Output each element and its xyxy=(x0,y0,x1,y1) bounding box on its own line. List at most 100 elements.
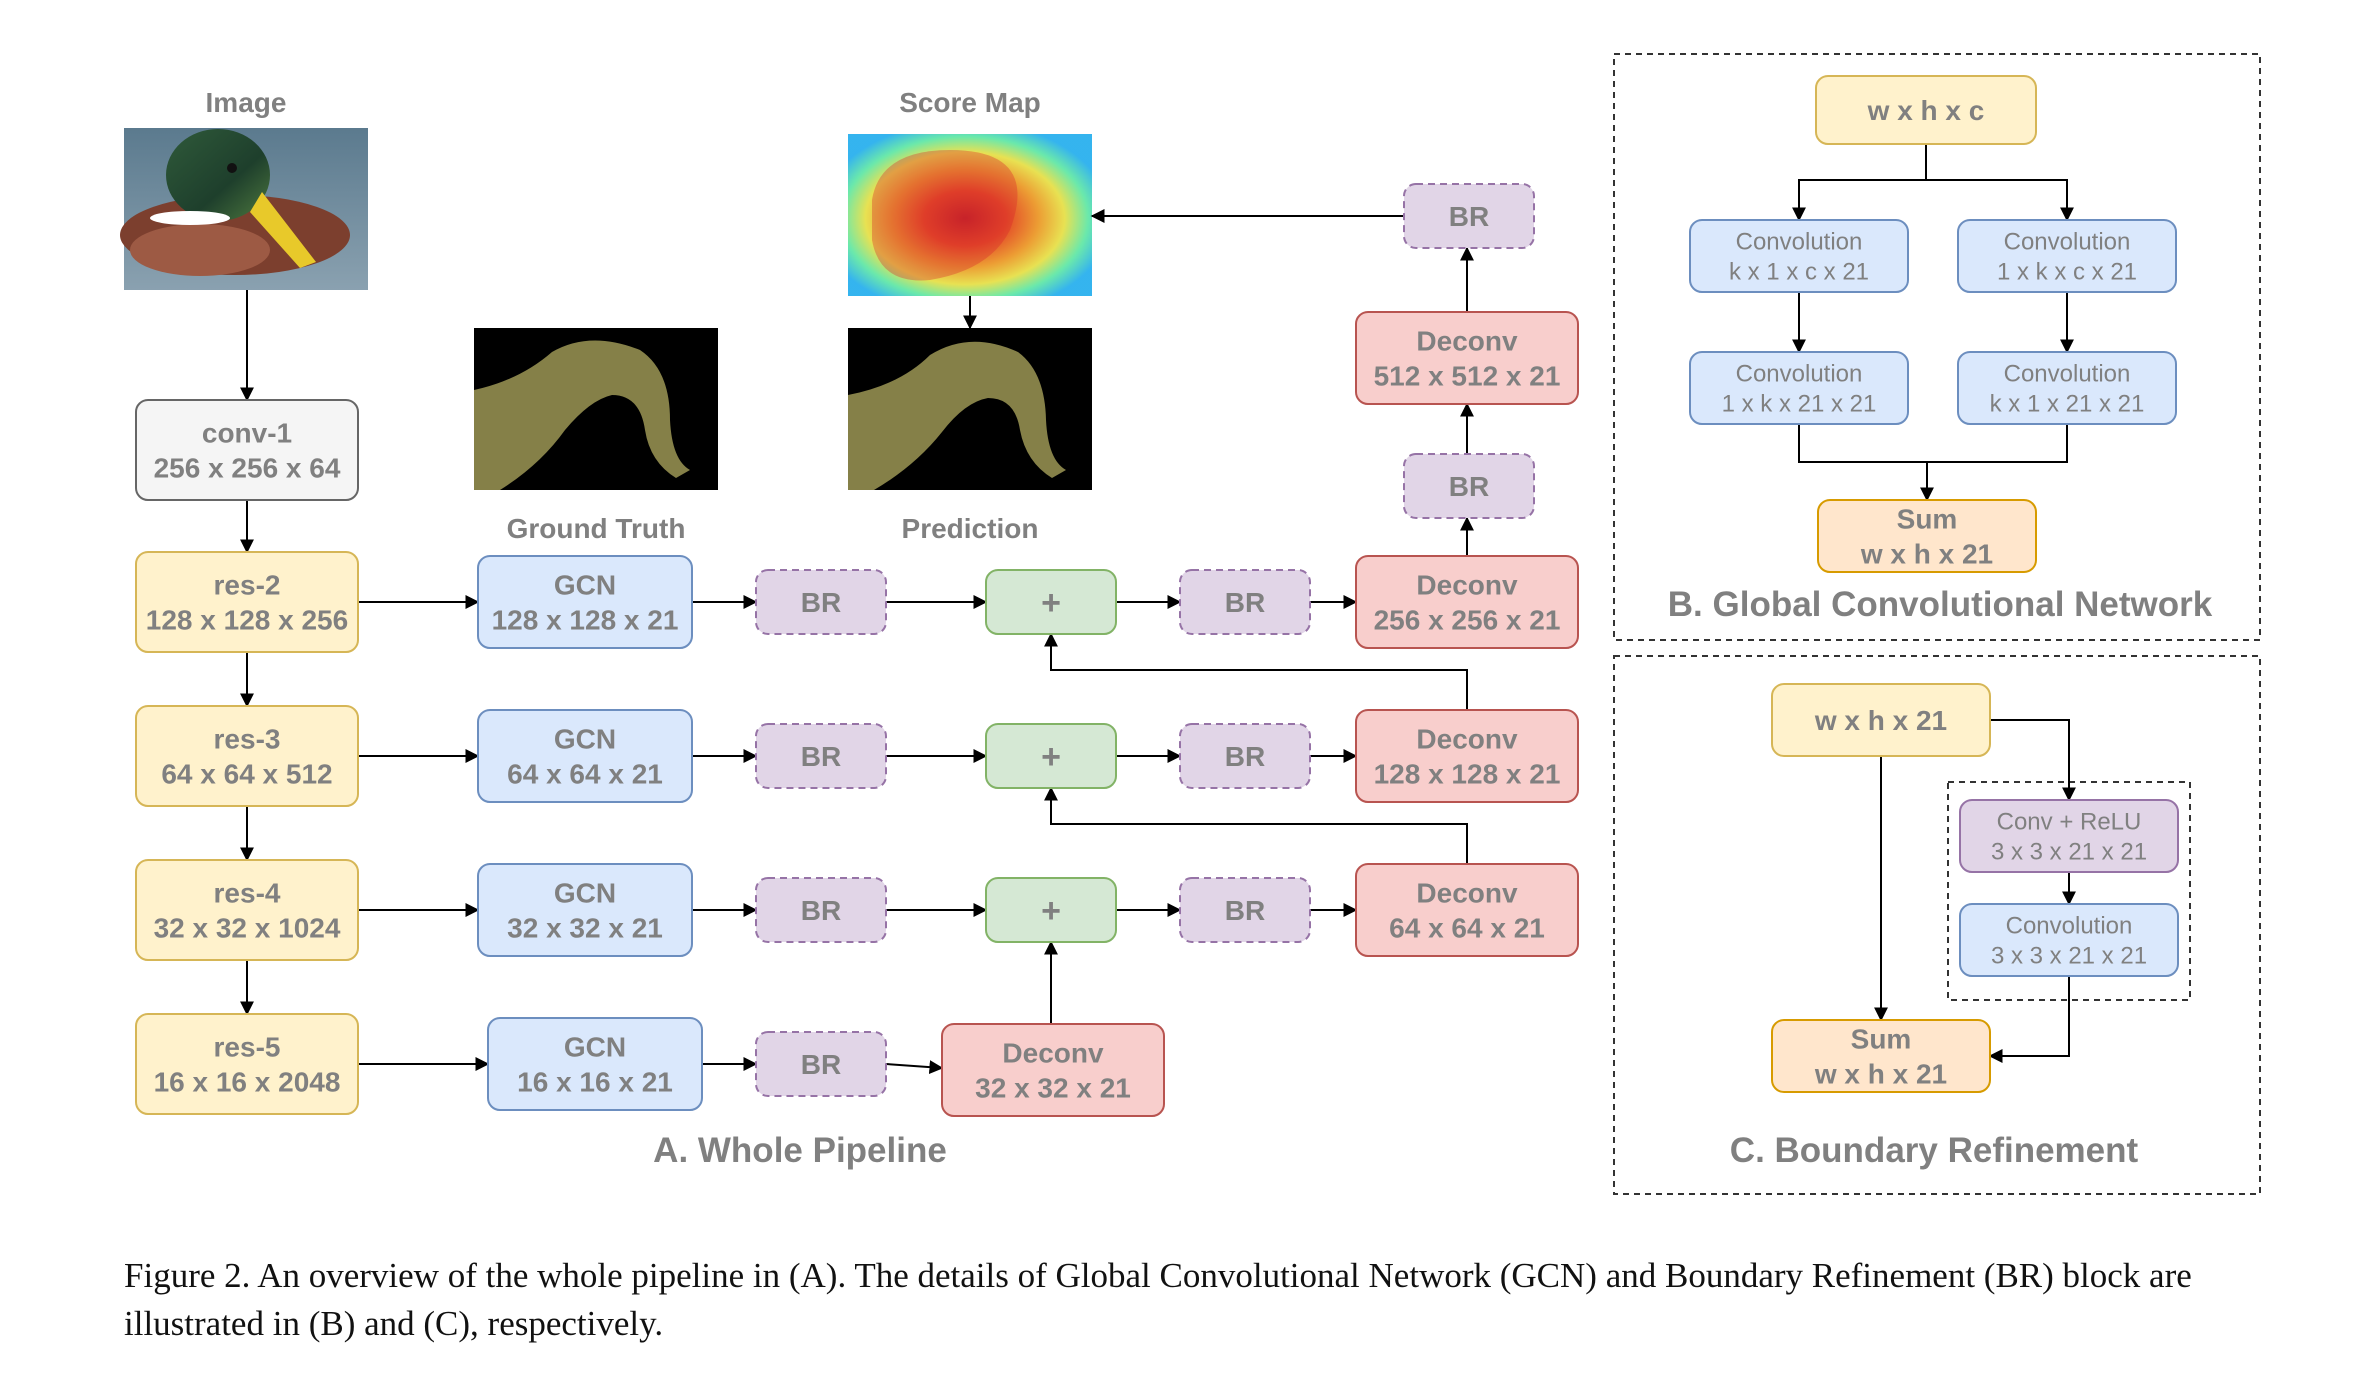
plus-node-3: + xyxy=(985,723,1117,789)
backbone-res-3-box xyxy=(135,705,359,807)
plus-node-4: + xyxy=(985,877,1117,943)
backbone-res-3-name: res-3 xyxy=(214,723,281,754)
gcn-sum-name: Sum xyxy=(1897,503,1958,534)
backbone-conv-1-name: conv-1 xyxy=(202,417,292,448)
backbone-res-2-size: 128 x 128 x 256 xyxy=(146,604,348,635)
gcn-left-conv-1-name: Convolution xyxy=(1736,228,1863,255)
br-after-sum-4-box xyxy=(1179,877,1311,943)
gt-duck-shape xyxy=(474,340,690,490)
gcn-left-conv-2-name: Convolution xyxy=(1736,360,1863,387)
gcn-left-conv-1-box xyxy=(1689,219,1909,293)
gcn-4-name: GCN xyxy=(554,877,616,908)
deconv-2-box xyxy=(1355,709,1579,803)
backbone-res-5-name: res-5 xyxy=(214,1031,281,1062)
deconv-32-name: Deconv xyxy=(1002,1037,1104,1068)
br-after-gcn-3: BR xyxy=(755,723,887,789)
backbone-res-2-name: res-2 xyxy=(214,569,281,600)
br-after-gcn-5-name: BR xyxy=(801,1049,841,1080)
gcn-right-conv-2: Convolution k x 1 x 21 x 21 xyxy=(1957,351,2177,425)
gcn-sum-size: w x h x 21 xyxy=(1860,538,1993,569)
gcn-2-box xyxy=(477,555,693,649)
connector-arrow xyxy=(1792,144,1927,222)
connector-arrow xyxy=(885,1060,944,1075)
br-after-gcn-4-name: BR xyxy=(801,895,841,926)
br-after-gcn-2-box xyxy=(755,569,887,635)
br-after-gcn-2-name: BR xyxy=(801,587,841,618)
br-conv-name: Convolution xyxy=(2006,912,2133,939)
gcn-4-size: 32 x 32 x 21 xyxy=(507,912,663,943)
deconv-512-size: 512 x 512 x 21 xyxy=(1374,360,1561,391)
backbone-res-2: res-2 128 x 128 x 256 xyxy=(135,551,359,653)
backbone-res-3: res-364 x 64 x 512 xyxy=(135,705,359,807)
deconv-1-name: Deconv xyxy=(1416,569,1518,600)
br-after-sum-2-name: BR xyxy=(1225,587,1265,618)
br-conv-relu-name: Conv + ReLU xyxy=(1997,808,2142,835)
panel-c-border xyxy=(1613,655,2261,1195)
gcn-4: GCN 32 x 32 x 21 xyxy=(477,863,693,957)
gcn-right-conv-1-size: 1 x k x c x 21 xyxy=(1997,258,2137,285)
gcn-input-box xyxy=(1815,75,2037,145)
connector-arrow xyxy=(1988,976,2070,1063)
br-input-box xyxy=(1771,683,1991,757)
gcn-right-conv-2-size: k x 1 x 21 x 21 xyxy=(1990,390,2145,417)
connector-arrow xyxy=(1990,719,2076,802)
deconv-512-name: Deconv xyxy=(1416,325,1518,356)
gcn-right-conv-1-box xyxy=(1957,219,2177,293)
panel-b-border xyxy=(1613,53,2261,641)
backbone-conv-1-size: 256 x 256 x 64 xyxy=(154,452,341,483)
br-input: w x h x 21 xyxy=(1771,683,1991,757)
gcn-5-box xyxy=(487,1017,703,1111)
br-conv-relu-box xyxy=(1959,799,2179,873)
gcn-right-conv-2-name: Convolution xyxy=(2004,360,2131,387)
br-top-2: BR xyxy=(1403,183,1535,249)
backbone-res-4-size: 32 x 32 x 1024 xyxy=(154,912,341,943)
gcn-right-conv-2-box xyxy=(1957,351,2177,425)
gcn-left-conv-2-box xyxy=(1689,351,1909,425)
deconv-512-box xyxy=(1355,311,1579,405)
backbone-res-5-size: 16 x 16 x 2048 xyxy=(154,1066,341,1097)
br-top-1-box xyxy=(1403,453,1535,519)
backbone-conv-1-box xyxy=(135,399,359,501)
backbone-conv-1: conv-1 256 x 256 x 64 xyxy=(135,399,359,501)
gcn-2-name: GCN xyxy=(554,569,616,600)
br-sum-size: w x h x 21 xyxy=(1814,1058,1947,1089)
connector-arrow xyxy=(1927,424,2068,463)
plus-node-3-box xyxy=(985,723,1117,789)
backbone-res-5: res-5 16 x 16 x 2048 xyxy=(135,1013,359,1115)
br-top-1: BR xyxy=(1403,453,1535,519)
deconv-512: Deconv 512 x 512 x 21 xyxy=(1355,311,1579,405)
score-map-image xyxy=(848,134,1092,296)
figure-caption: Figure 2. An overview of the whole pipel… xyxy=(124,1256,2192,1343)
connector-arrow xyxy=(1798,424,1934,502)
br-conv-box xyxy=(1959,903,2179,977)
image-label: Image xyxy=(206,87,287,118)
panel-a-title: A. Whole Pipeline xyxy=(653,1131,947,1170)
plus-node-2-name: + xyxy=(1041,584,1061,622)
ground-truth-mask xyxy=(474,328,718,490)
br-after-sum-3-name: BR xyxy=(1225,741,1265,772)
backbone-res-4-name: res-4 xyxy=(214,877,281,908)
plus-node-2: + xyxy=(985,569,1117,635)
connector-arrow xyxy=(1926,179,2074,222)
gcn-3: GCN 64 x 64 x 21 xyxy=(477,709,693,803)
deconv-2-name: Deconv xyxy=(1416,723,1518,754)
br-after-sum-4-name: BR xyxy=(1225,895,1265,926)
br-after-sum-4: BR xyxy=(1179,877,1311,943)
deconv-32-box xyxy=(941,1023,1165,1117)
gcn-3-size: 64 x 64 x 21 xyxy=(507,758,663,789)
br-after-gcn-3-box xyxy=(755,723,887,789)
ground-truth-label: Ground Truth xyxy=(507,513,686,544)
gcn-left-conv-1: Convolution k x 1 x c x 21 xyxy=(1689,219,1909,293)
gcn-3-name: GCN xyxy=(554,723,616,754)
gcn-left-conv-1-size: k x 1 x c x 21 xyxy=(1729,258,1869,285)
deconv-3-name: Deconv xyxy=(1416,877,1518,908)
br-after-sum-2: BR xyxy=(1179,569,1311,635)
